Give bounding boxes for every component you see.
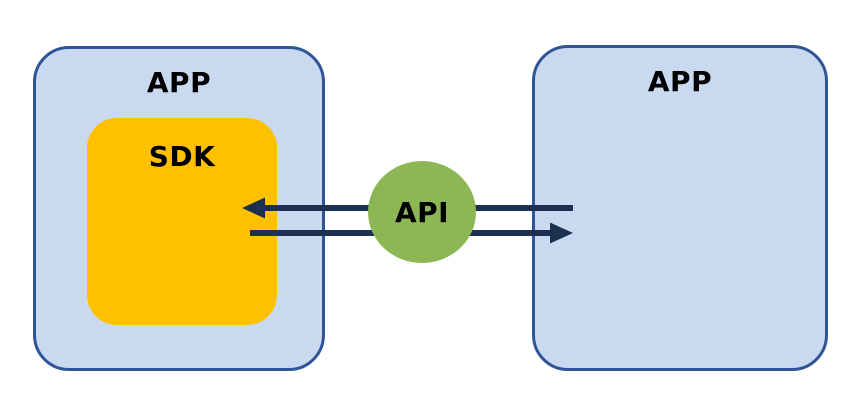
api-label: API bbox=[394, 195, 450, 229]
sdk-box: SDK bbox=[87, 118, 277, 325]
right-app-label: APP bbox=[647, 65, 713, 98]
sdk-label: SDK bbox=[148, 140, 216, 173]
right-app-box: APP bbox=[532, 45, 828, 371]
left-app-box: APP SDK bbox=[33, 46, 325, 371]
left-app-label: APP bbox=[146, 66, 212, 99]
api-circle: API bbox=[368, 161, 476, 263]
